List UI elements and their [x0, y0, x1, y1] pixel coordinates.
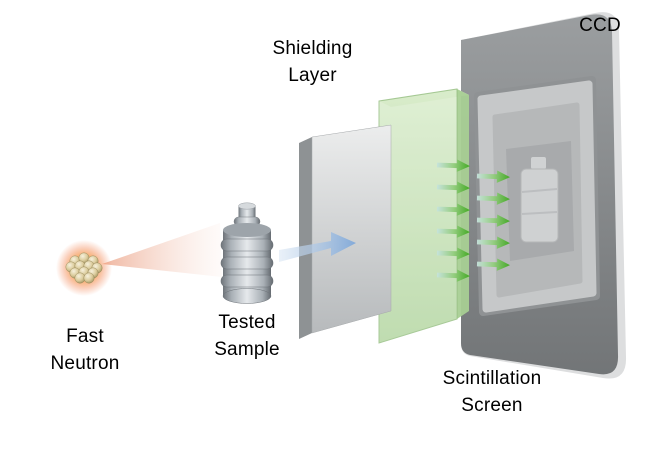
label-scintillation-screen: Scintillation Screen: [442, 368, 542, 416]
scintillation-screen-plate: [378, 88, 469, 344]
label-tested-sample: Tested Sample: [214, 312, 280, 360]
fast-neutron-source: [56, 240, 112, 296]
neutron-beam-cone: [102, 223, 222, 277]
nucleus-cluster: [65, 252, 103, 284]
label-shielding-layer: Shielding Layer: [272, 38, 353, 86]
label-fast-neutron: Fast Neutron: [50, 326, 120, 374]
ccd-camera: [461, 12, 627, 379]
label-ccd: CCD: [579, 15, 621, 36]
tested-sample: [220, 202, 274, 304]
neutron-beam-arrow: [279, 232, 356, 262]
shielding-layer-plate: [299, 124, 392, 339]
projected-sample-image: [520, 157, 559, 243]
